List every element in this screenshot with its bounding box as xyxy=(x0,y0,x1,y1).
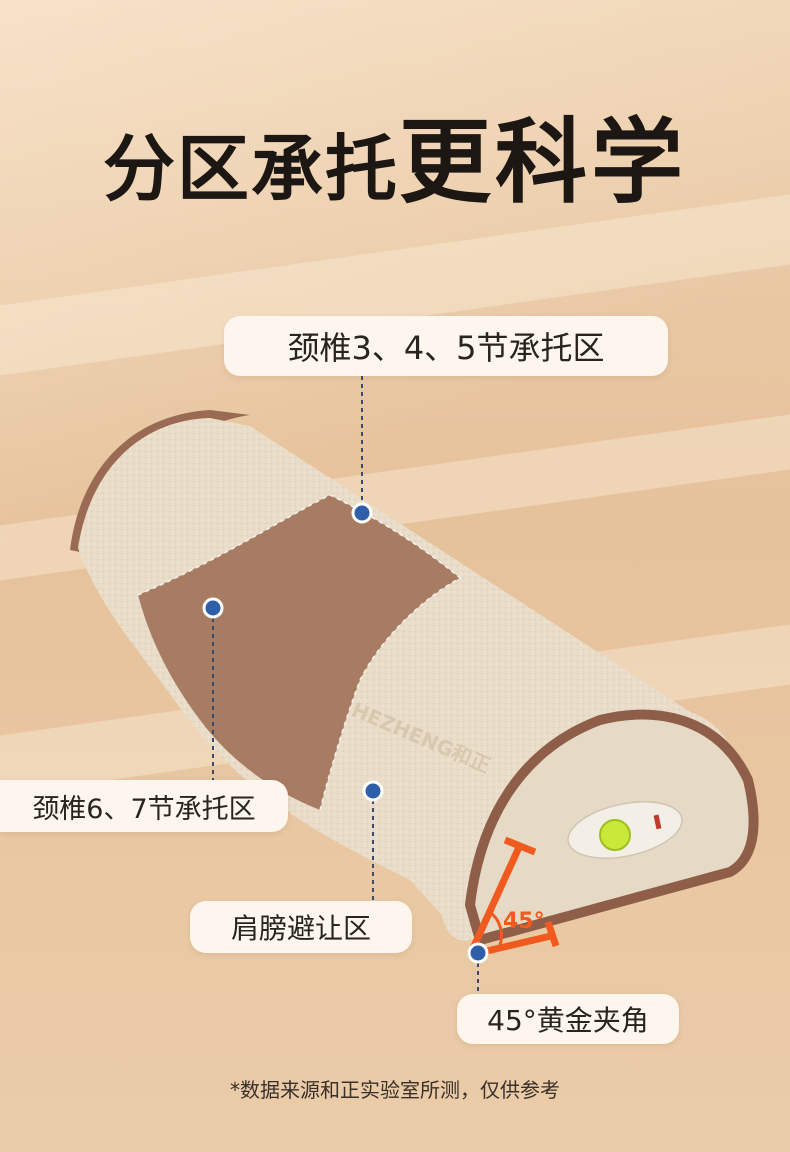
title-part-2: 更科学 xyxy=(399,109,688,216)
footnote: *数据来源和正实验室所测，仅供参考 xyxy=(230,1078,560,1102)
title-part-1: 分区承托 xyxy=(102,127,399,211)
angle-mark: 45° xyxy=(503,909,545,934)
page-title: 分区承托更科学 xyxy=(0,88,790,221)
label-cervical-67: 颈椎6、7节承托区 xyxy=(0,780,288,832)
pillow-center-band xyxy=(138,495,460,810)
label-cervical-345: 颈椎3、4、5节承托区 xyxy=(224,316,668,376)
label-shoulder: 肩膀避让区 xyxy=(190,901,412,953)
label-cervical-67-text: 颈椎6、7节承托区 xyxy=(32,793,256,825)
marker-dot xyxy=(202,597,224,619)
label-angle-text: 45°黄金夹角 xyxy=(487,1004,649,1037)
power-button xyxy=(599,819,631,851)
marker-dot xyxy=(467,942,489,964)
label-cervical-345-text: 颈椎3、4、5节承托区 xyxy=(287,329,605,367)
label-angle: 45°黄金夹角 xyxy=(457,994,679,1044)
marker-dot xyxy=(362,780,384,802)
marker-dot xyxy=(351,502,373,524)
label-shoulder-text: 肩膀避让区 xyxy=(230,912,371,945)
